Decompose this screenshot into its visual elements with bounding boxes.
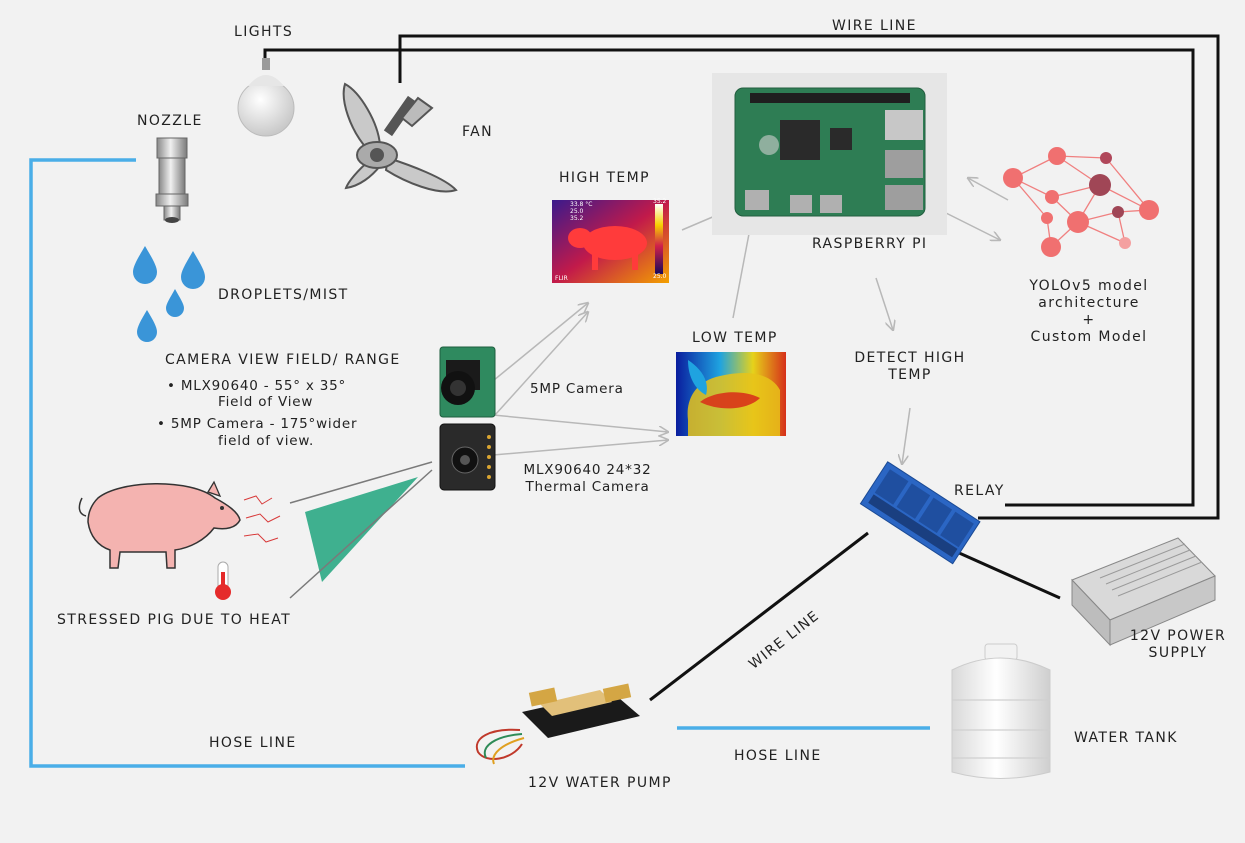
- yolo-line-4: Custom Model: [1030, 329, 1148, 345]
- wire-line-top-label: WIRE LINE: [832, 18, 917, 34]
- droplet-icon: [181, 251, 205, 289]
- droplet-icon: [133, 246, 157, 284]
- power-supply-label: 12V POWER SUPPLY: [1118, 628, 1238, 662]
- thermal-scale-bottom: 25.0: [653, 273, 667, 280]
- camera-view-label: CAMERA VIEW FIELD/ RANGE: [165, 352, 401, 368]
- droplet-icon: [166, 289, 184, 317]
- power-supply-icon: [1071, 537, 1216, 647]
- camera-icon: [439, 346, 496, 418]
- thermometer-icon: [215, 561, 231, 600]
- nozzle-label: NOZZLE: [137, 113, 203, 129]
- thermal-readout-1: 33.8 °C: [570, 201, 593, 208]
- mlx-camera-label: MLX90640 24*32 Thermal Camera: [505, 462, 670, 496]
- light-bulb-icon: [237, 58, 295, 137]
- power-line-2: SUPPLY: [1148, 645, 1208, 661]
- yolo-line-1: YOLOv5 model: [1029, 278, 1149, 294]
- detect-high-temp-label: DETECT HIGH TEMP: [845, 350, 975, 384]
- power-wire: [947, 546, 1061, 600]
- power-line-1: 12V POWER: [1129, 628, 1227, 644]
- relay-label: RELAY: [954, 483, 1005, 499]
- raspberry-pi-label: RASPBERRY PI: [812, 236, 928, 252]
- water-pump-icon: [475, 683, 640, 765]
- neural-network-icon: [1003, 147, 1159, 257]
- thermal-readout-2: 25.0: [570, 208, 584, 215]
- yolo-line-2: architecture: [1038, 295, 1140, 311]
- low-temp-label: LOW TEMP: [692, 330, 778, 346]
- camera-bullet-1a: • MLX90640 - 55° x 35°: [167, 378, 347, 394]
- water-pump-label: 12V WATER PUMP: [528, 775, 672, 791]
- thermal-brand: FLIR: [555, 275, 568, 282]
- camera-bullet-2b: field of view.: [218, 433, 315, 449]
- fan-wire: [398, 34, 1220, 520]
- hose-line-right-label: HOSE LINE: [734, 748, 822, 764]
- yolo-caption: YOLOv5 model architecture + Custom Model: [1014, 278, 1164, 346]
- hose-lines: [29, 158, 930, 768]
- mlx-line-1: MLX90640 24*32: [523, 462, 652, 478]
- high-temp-label: HIGH TEMP: [559, 170, 651, 186]
- hose-line-left-label: HOSE LINE: [209, 735, 297, 751]
- fan-label: FAN: [462, 124, 494, 140]
- thermal-sensor-icon: [439, 423, 496, 491]
- data-flow-arrows: [487, 178, 1009, 464]
- fan-icon: [342, 82, 458, 193]
- detect-line-1: DETECT HIGH: [854, 350, 966, 366]
- detect-line-2: TEMP: [888, 367, 932, 383]
- field-of-view: [289, 461, 433, 599]
- camera-bullet-2a: • 5MP Camera - 175°wider: [157, 416, 358, 432]
- yolo-line-3: +: [1082, 312, 1096, 328]
- droplets-group: [133, 246, 205, 342]
- wire-lines: [263, 34, 1220, 702]
- droplets-label: DROPLETS/MIST: [218, 287, 349, 303]
- lights-label: LIGHTS: [234, 24, 294, 40]
- lights-wire: [263, 48, 1195, 507]
- droplet-icon: [137, 310, 157, 342]
- raspberry-pi-icon: [712, 73, 947, 235]
- thermal-scale-top: 35.2: [653, 198, 667, 205]
- hose-left: [29, 158, 465, 768]
- pump-wire: [649, 531, 869, 702]
- water-tank-label: WATER TANK: [1074, 730, 1178, 746]
- thermal-readout-3: 35.2: [570, 215, 584, 222]
- water-tank-icon: [951, 643, 1051, 779]
- stressed-pig-label: STRESSED PIG DUE TO HEAT: [57, 612, 292, 628]
- camera-bullet-1b: Field of View: [218, 394, 314, 410]
- low-temp-thermal-image: [676, 352, 786, 436]
- high-temp-thermal-image: [552, 200, 669, 283]
- nozzle-icon: [155, 137, 189, 223]
- relay-icon: [859, 461, 981, 565]
- camera-5mp-label: 5MP Camera: [530, 381, 624, 397]
- mlx-line-2: Thermal Camera: [525, 479, 650, 495]
- pig-icon: [78, 480, 281, 569]
